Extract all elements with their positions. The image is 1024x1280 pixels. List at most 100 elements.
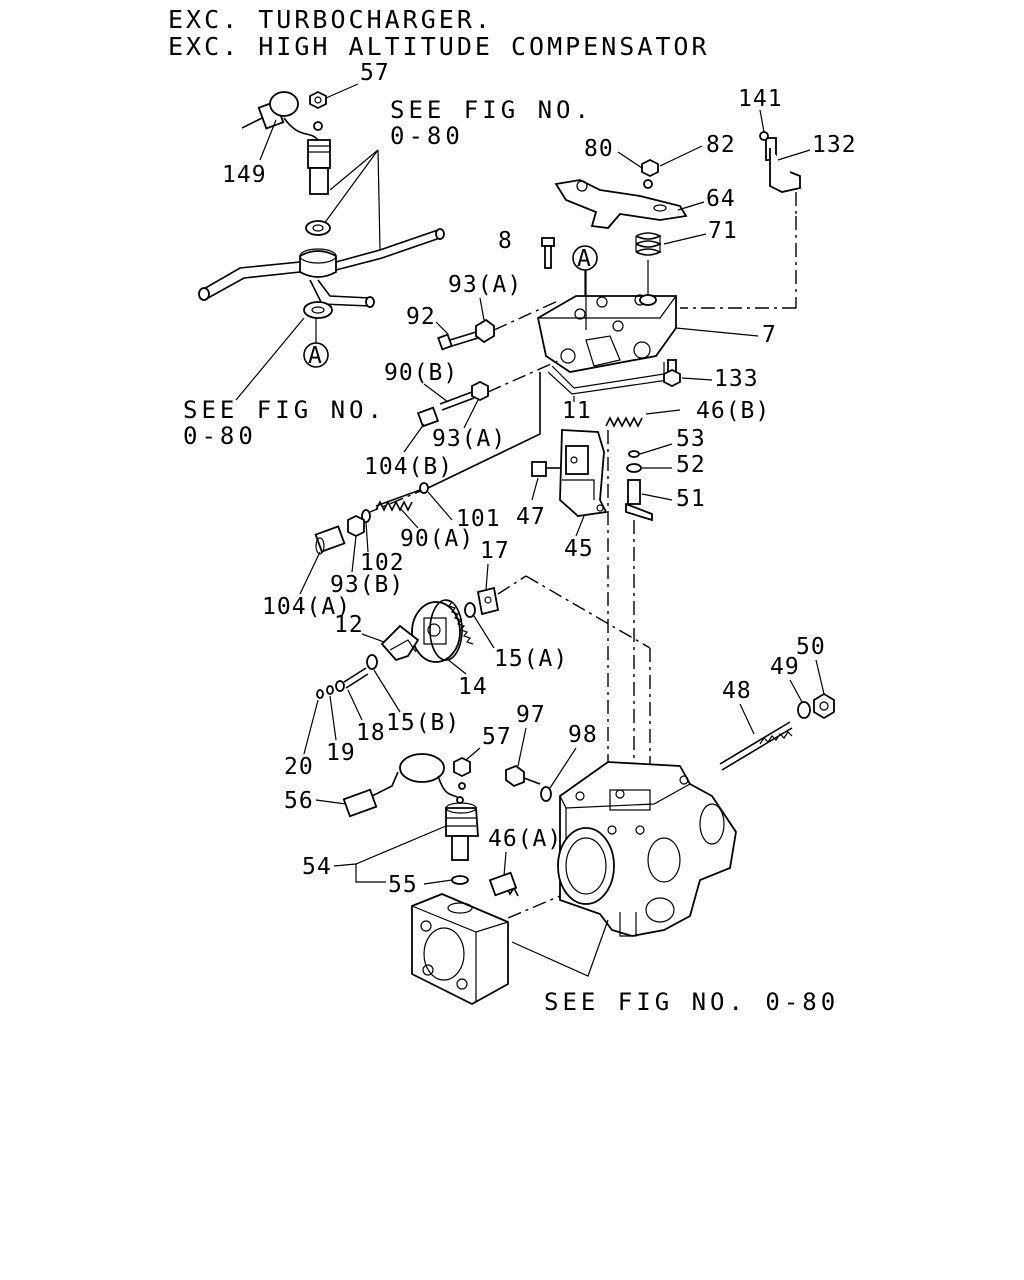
- label-55: 55: [388, 872, 418, 898]
- see-fig-top-line2: 0-80: [390, 122, 464, 150]
- leader-93b: [351, 535, 357, 573]
- sensor-assembly-top: [198, 90, 445, 319]
- leader-98: [549, 747, 577, 789]
- label-149: 149: [222, 162, 267, 188]
- part-47: [531, 461, 560, 477]
- label-141: 141: [738, 86, 783, 112]
- see-fig-top-line1: SEE FIG NO.: [390, 96, 593, 124]
- label-92: 92: [406, 304, 436, 330]
- label-15b: 15(B): [386, 710, 460, 736]
- leader-12: [361, 633, 385, 643]
- part-51-52-53: [625, 450, 653, 522]
- label-93b: 93(B): [330, 572, 404, 598]
- label-52: 52: [676, 452, 706, 478]
- leader-90b: [423, 383, 449, 403]
- pump-housing: [557, 761, 737, 937]
- leader-102: [365, 521, 369, 553]
- label-101: 101: [456, 506, 501, 532]
- leader-90a: [399, 507, 419, 529]
- leader-see-fig-3: [377, 149, 381, 251]
- sensor-assembly-bottom: [342, 753, 479, 885]
- leader-20: [303, 699, 319, 755]
- leader-57-bottom: [465, 747, 481, 761]
- leader-64: [677, 201, 705, 211]
- label-104b: 104(B): [364, 454, 453, 480]
- leader-149: [259, 119, 277, 161]
- leader-see-fig-1: [329, 149, 379, 191]
- shaft-48: [719, 692, 835, 771]
- leader-51: [641, 493, 673, 501]
- leader-71: [663, 233, 707, 245]
- leader-47: [531, 477, 539, 501]
- leader-57-top: [325, 83, 359, 99]
- adjust-screw-90a: [314, 482, 429, 555]
- gasket-11: [551, 362, 665, 389]
- see-fig-left-line2: 0-80: [183, 422, 257, 450]
- spring-46a: [488, 871, 519, 897]
- label-102: 102: [360, 550, 405, 576]
- leader-see-fig-bottom: [511, 919, 609, 977]
- leader-141: [759, 109, 765, 133]
- flange-plate: [411, 893, 509, 1006]
- leader-92: [435, 321, 449, 335]
- washer-15a: [464, 602, 476, 618]
- label-12: 12: [334, 612, 364, 638]
- see-fig-left-line1: SEE FIG NO.: [183, 396, 386, 424]
- label-15a: 15(A): [494, 646, 568, 672]
- label-98: 98: [568, 722, 598, 748]
- label-49: 49: [770, 654, 800, 680]
- circle-mark-a-left-text: A: [308, 343, 323, 369]
- dash-line-a-1: [427, 372, 541, 489]
- shaft-18: [316, 654, 378, 699]
- leader-55: [423, 879, 453, 885]
- label-97: 97: [516, 702, 546, 728]
- bolt-8: [541, 237, 555, 269]
- circle-mark-a-top-text: A: [577, 246, 592, 272]
- header-line-2: EXC. HIGH ALTITUDE COMPENSATOR: [168, 32, 710, 61]
- label-57-bottom: 57: [482, 724, 512, 750]
- label-51: 51: [676, 486, 706, 512]
- label-56: 56: [284, 788, 314, 814]
- lever-assembly: [554, 158, 688, 256]
- label-20: 20: [284, 754, 314, 780]
- leader-132: [777, 149, 811, 161]
- label-132: 132: [812, 132, 857, 158]
- leader-15a: [473, 615, 495, 649]
- label-54: 54: [302, 854, 332, 880]
- leader-104a: [299, 551, 321, 595]
- leader-50: [815, 659, 825, 695]
- governor-lever-45: [559, 429, 608, 517]
- plate-17: [476, 586, 500, 616]
- label-93a-top: 93(A): [448, 272, 522, 298]
- label-90b: 90(B): [384, 360, 458, 386]
- leader-45: [575, 515, 585, 537]
- spring-46b: [605, 409, 681, 428]
- label-90a: 90(A): [400, 526, 474, 552]
- label-82: 82: [706, 132, 736, 158]
- leader-80: [617, 151, 643, 169]
- label-11: 11: [562, 398, 592, 424]
- leader-82: [659, 145, 703, 167]
- label-71: 71: [708, 218, 738, 244]
- screw-90b: [416, 380, 489, 428]
- label-17: 17: [480, 538, 510, 564]
- label-19: 19: [326, 740, 356, 766]
- leader-19: [329, 695, 337, 741]
- label-46a: 46(A): [488, 826, 562, 852]
- bracket-assembly: [759, 131, 801, 216]
- leader-56: [315, 799, 347, 805]
- label-8: 8: [498, 228, 513, 254]
- label-18: 18: [356, 720, 386, 746]
- label-45: 45: [564, 536, 594, 562]
- label-48: 48: [722, 678, 752, 704]
- label-93a-lower: 93(A): [432, 426, 506, 452]
- leader-101: [427, 491, 453, 521]
- leader-15b: [373, 669, 401, 713]
- leader-46a: [503, 851, 507, 877]
- label-46b: 46(B): [696, 398, 770, 424]
- flyweight-gear-14: [411, 599, 474, 663]
- leader-see-fig-2: [317, 149, 379, 233]
- leader-53: [639, 443, 673, 455]
- label-64: 64: [706, 186, 736, 212]
